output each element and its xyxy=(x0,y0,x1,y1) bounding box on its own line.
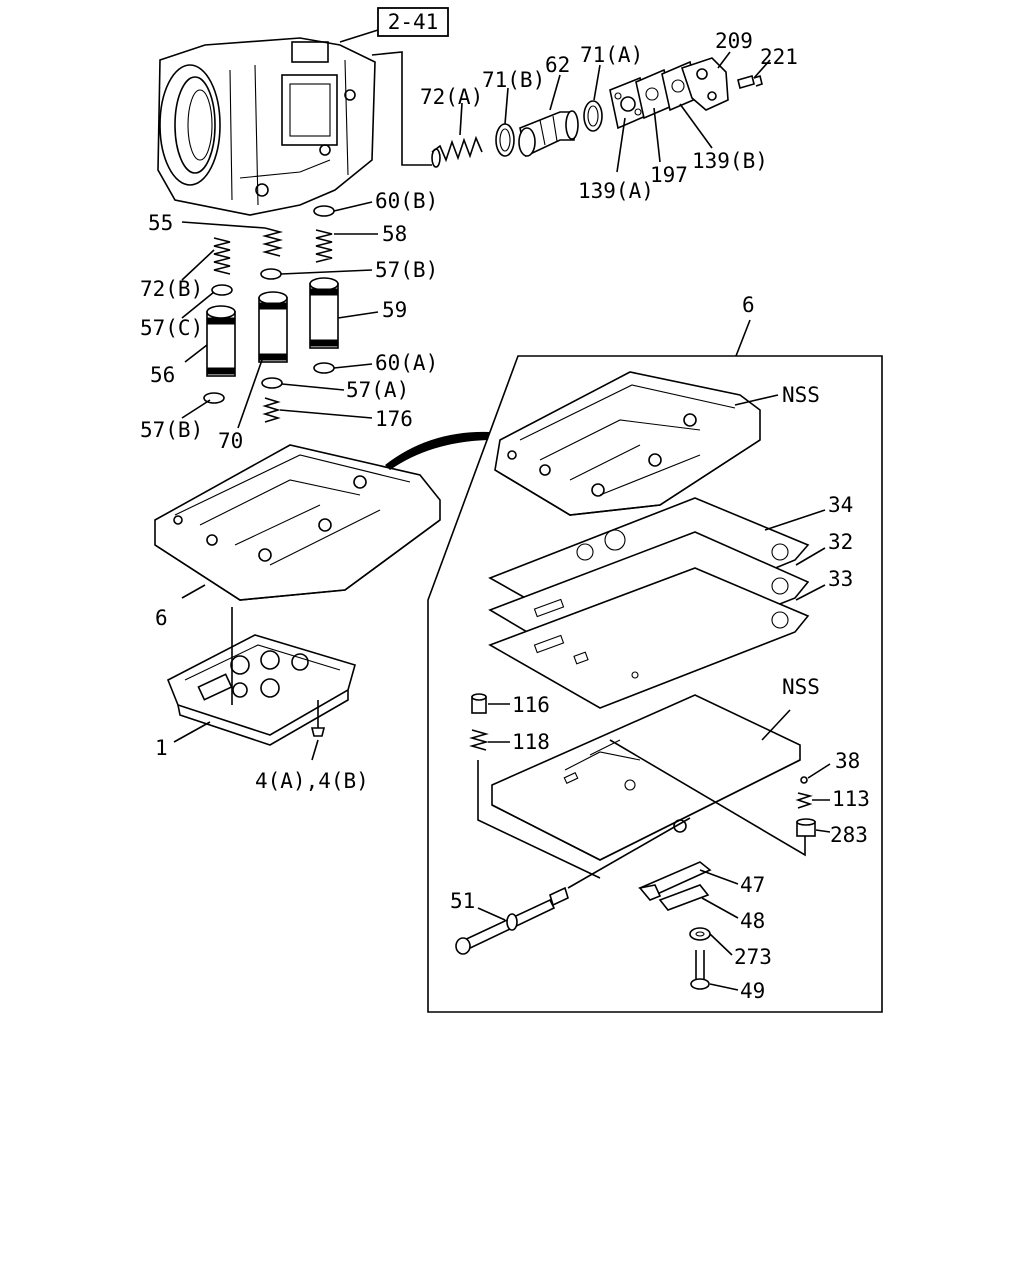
spring-72a xyxy=(431,135,483,168)
label-72a: 72(A) xyxy=(420,85,483,109)
spring-55 xyxy=(261,227,284,257)
bolt-221 xyxy=(737,74,763,89)
label-72b: 72(B) xyxy=(140,277,203,301)
label-176: 176 xyxy=(375,407,413,431)
ring-57b-low xyxy=(203,392,225,404)
valve-body-6 xyxy=(154,444,441,601)
label-71a: 71(A) xyxy=(580,43,643,67)
reference-box: 2-41 xyxy=(377,7,449,37)
label-273: 273 xyxy=(734,945,772,969)
spring-118 xyxy=(469,729,489,751)
label-113: 113 xyxy=(832,787,870,811)
detail-valve-body xyxy=(494,371,761,516)
label-6-top: 6 xyxy=(742,293,755,317)
label-48: 48 xyxy=(740,909,765,933)
label-60b: 60(B) xyxy=(375,189,438,213)
reference-box-text: 2-41 xyxy=(388,10,439,34)
plug-283 xyxy=(796,818,816,837)
sleeve-70 xyxy=(258,291,288,363)
label-60a: 60(A) xyxy=(375,351,438,375)
label-nss-top: NSS xyxy=(782,383,820,407)
plug-116 xyxy=(471,693,487,714)
label-139b: 139(B) xyxy=(692,149,768,173)
label-57a: 57(A) xyxy=(346,378,409,402)
label-55: 55 xyxy=(148,211,173,235)
label-62: 62 xyxy=(545,53,570,77)
label-38: 38 xyxy=(835,749,860,773)
label-70: 70 xyxy=(218,429,243,453)
ring-60b xyxy=(313,205,335,217)
gasket-33 xyxy=(488,567,810,709)
label-57b-top: 57(B) xyxy=(375,258,438,282)
label-197: 197 xyxy=(650,163,688,187)
detail-frame xyxy=(427,355,883,1013)
spring-113 xyxy=(795,792,813,809)
oil-strainer-1 xyxy=(166,634,356,746)
detent-48 xyxy=(658,884,710,911)
sleeve-56 xyxy=(206,305,236,377)
label-47: 47 xyxy=(740,873,765,897)
o-ring-71a xyxy=(583,100,603,132)
label-49: 49 xyxy=(740,979,765,1003)
label-56: 56 xyxy=(150,363,175,387)
o-ring-71b xyxy=(495,123,515,157)
label-118: 118 xyxy=(512,730,550,754)
label-51: 51 xyxy=(450,889,475,913)
washer-273 xyxy=(689,927,711,941)
lever-47 xyxy=(638,861,712,901)
label-116: 116 xyxy=(512,693,550,717)
label-71b: 71(B) xyxy=(482,68,545,92)
ring-57b-top xyxy=(260,268,282,280)
label-1: 1 xyxy=(155,736,168,760)
shaft-51 xyxy=(455,886,569,955)
ring-57a xyxy=(261,377,283,389)
ring-57c xyxy=(211,284,233,296)
sleeve-59 xyxy=(309,277,339,349)
bolt-4 xyxy=(310,700,326,737)
label-283: 283 xyxy=(830,823,868,847)
bolt-49 xyxy=(690,950,710,990)
label-33: 33 xyxy=(828,567,853,591)
piston-62 xyxy=(518,110,579,158)
label-57b-low: 57(B) xyxy=(140,418,203,442)
detail-lower-valve-body xyxy=(491,694,801,861)
label-221: 221 xyxy=(760,45,798,69)
label-6-left: 6 xyxy=(155,606,168,630)
label-139a: 139(A) xyxy=(578,179,654,203)
cover-209 xyxy=(680,57,729,111)
ball-38 xyxy=(800,776,808,784)
label-57c: 57(C) xyxy=(140,316,203,340)
label-34: 34 xyxy=(828,493,853,517)
spring-176 xyxy=(262,397,281,423)
part-labels: 72(A) 71(B) 62 71(A) 209 221 139(A) 197 … xyxy=(140,29,870,1003)
label-209: 209 xyxy=(715,29,753,53)
spring-58 xyxy=(315,229,333,263)
label-4: 4(A),4(B) xyxy=(255,769,369,793)
transmission-case xyxy=(157,37,376,216)
label-58: 58 xyxy=(382,222,407,246)
ring-60a xyxy=(313,362,335,374)
label-32: 32 xyxy=(828,530,853,554)
label-nss-mid: NSS xyxy=(782,675,820,699)
label-59: 59 xyxy=(382,298,407,322)
spring-72b xyxy=(213,237,231,275)
